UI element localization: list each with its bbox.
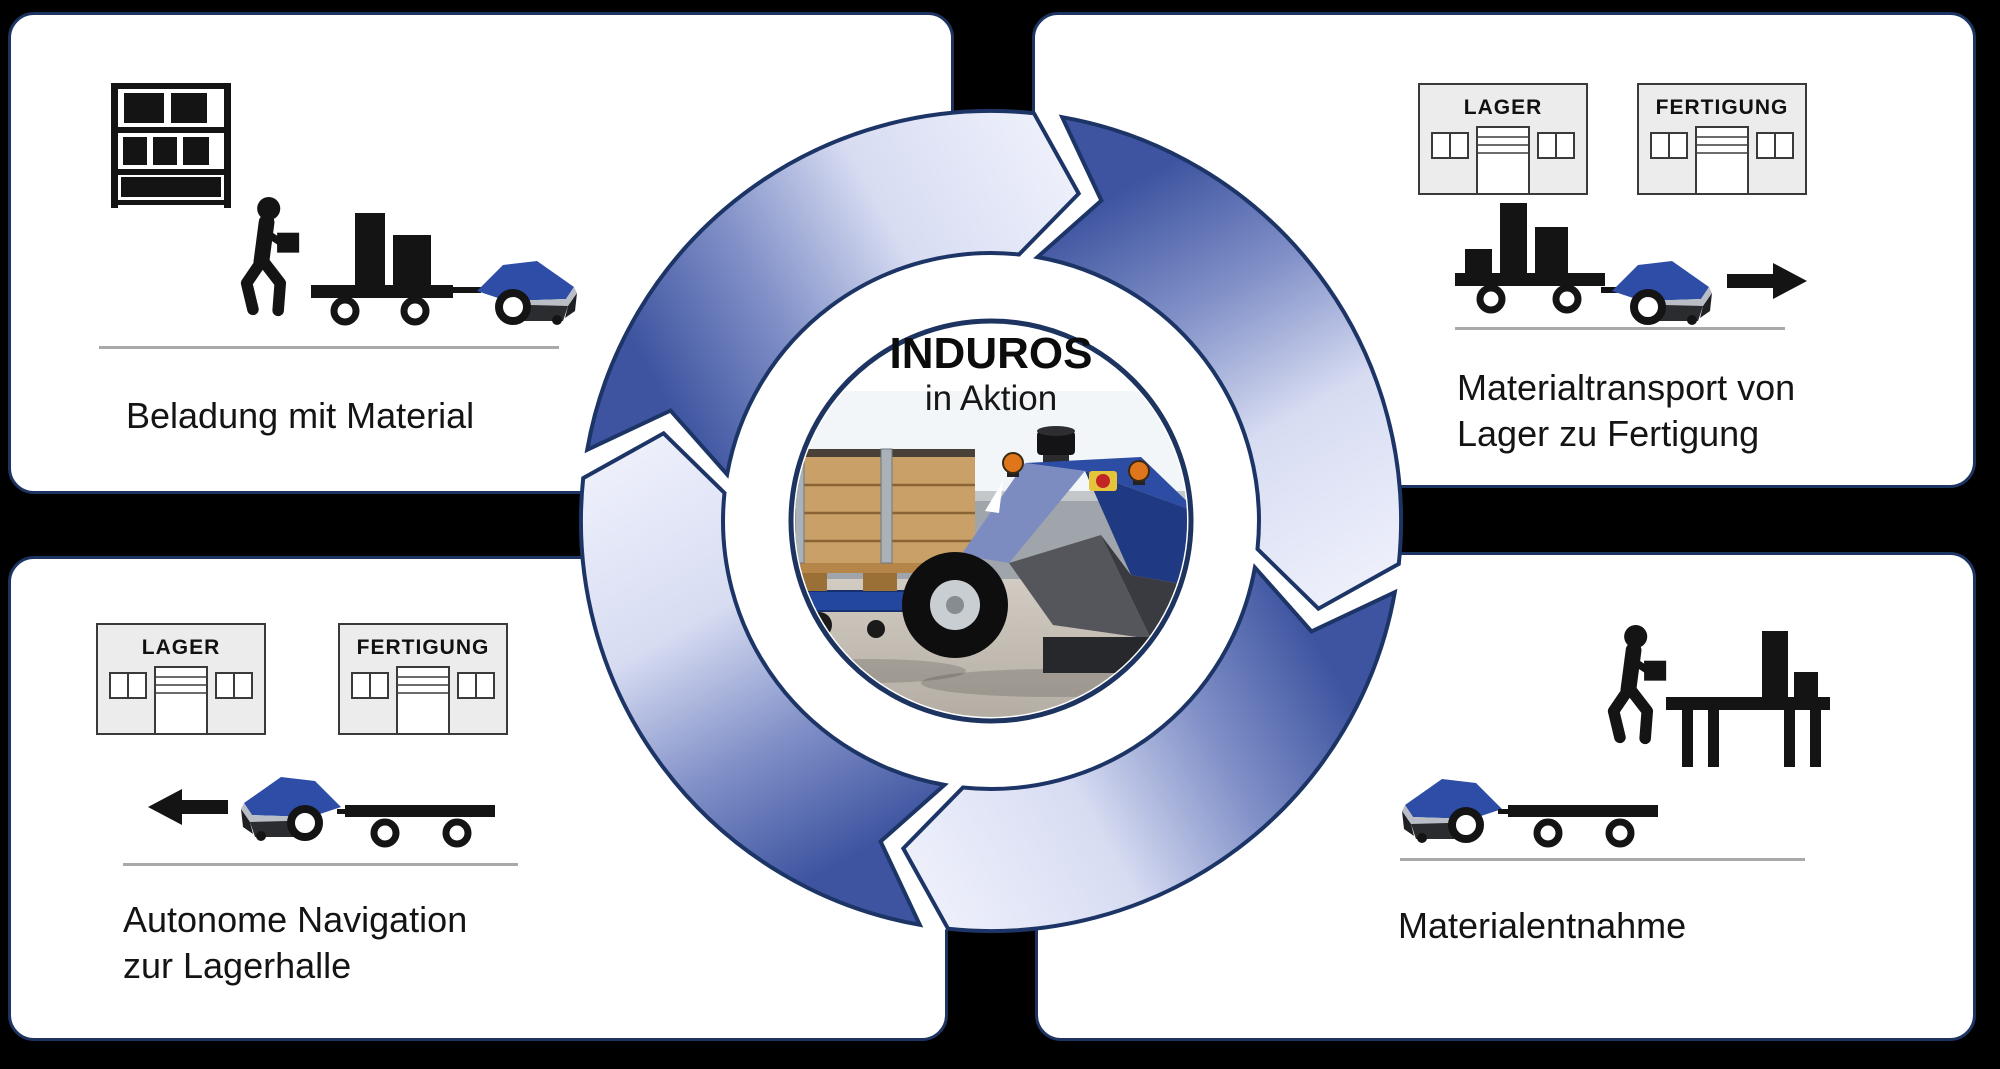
divider — [123, 863, 518, 866]
beacon-light — [1128, 460, 1150, 482]
robot-logo — [985, 481, 1003, 513]
caption-line: Autonome Navigation — [123, 899, 468, 940]
photo-wall-top — [795, 491, 1187, 501]
caption-line: Materialtransport von — [1457, 367, 1796, 408]
hitch-bar — [1601, 287, 1617, 293]
caption-line: Materialentnahme — [1398, 905, 1687, 946]
divider — [1400, 858, 1805, 861]
building-label: FERTIGUNG — [1656, 96, 1789, 119]
lidar-top — [1037, 426, 1075, 436]
loaded-trailer-icon — [311, 213, 453, 326]
caption-line: Beladung mit Material — [126, 395, 475, 436]
caption-materialentnahme: Materialentnahme — [1398, 903, 1686, 949]
divider — [1455, 327, 1785, 330]
hitch-bar — [1498, 809, 1512, 814]
hitch-bar — [337, 809, 349, 814]
lidar-sensor — [1037, 431, 1075, 455]
loaded-trailer-icon — [1455, 203, 1605, 314]
caption-beladung: Beladung mit Material — [126, 393, 474, 439]
emergency-stop-button — [1096, 474, 1110, 488]
divider — [99, 346, 559, 349]
workbench-icon — [1666, 631, 1830, 767]
center-title: INDUROS — [890, 329, 1093, 378]
caption-line: Lager zu Fertigung — [1457, 413, 1760, 454]
caption-materialtransport: Materialtransport von Lager zu Fertigung — [1457, 365, 1795, 457]
card-materialtransport: LAGER FERTIGUNG Materialtransport von La… — [1032, 12, 1976, 488]
induros-photo — [795, 391, 1187, 717]
caption-navigation: Autonome Navigation zur Lagerhalle — [123, 897, 467, 989]
caption-line: zur Lagerhalle — [123, 945, 352, 986]
building-label: LAGER — [142, 636, 221, 659]
beacon-light — [1002, 452, 1024, 474]
building-label: FERTIGUNG — [357, 636, 490, 659]
hitch-bar — [451, 287, 481, 293]
center-subtitle: in Aktion — [925, 379, 1057, 418]
building-label: LAGER — [1464, 96, 1543, 119]
